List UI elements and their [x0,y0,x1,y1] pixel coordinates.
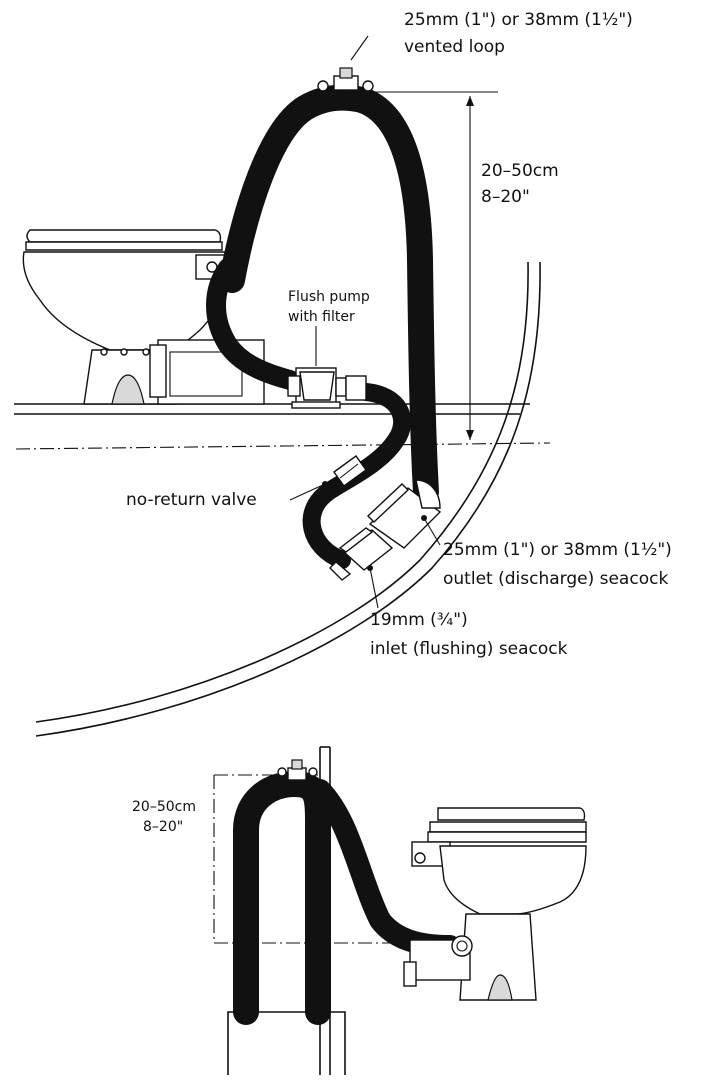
discharge-hose [206,84,439,505]
bottom-vented-loop-fitting [277,759,318,781]
height-label-bottom-line2: 8–20" [143,819,183,835]
vented-loop-fitting [317,67,374,92]
valve-label: no-return valve [126,490,257,510]
pump-label-line2: with filter [288,309,355,325]
deck-floor [14,403,530,415]
vented-loop-label-line1: 25mm (1") or 38mm (1½") [404,10,633,30]
inlet-label-line1: 19mm (¾") [370,610,468,630]
waterline [15,442,551,450]
vented-loop-label-line2: vented loop [404,37,505,57]
height-dimension-top [368,91,498,440]
toilet-bottom [403,807,587,1001]
bottom-installation: 20–50cm 8–20" [132,746,587,1075]
hull-shell [35,261,541,737]
height-label-bottom-line1: 20–50cm [132,799,196,815]
no-return-valve [333,455,367,487]
inlet-label-line2: inlet (flushing) seacock [370,639,568,659]
pump-label-line1: Flush pump [288,289,370,305]
flush-pump [287,367,367,409]
height-label-top-line2: 8–20" [481,187,530,207]
outlet-seacock [366,479,442,549]
base-block [227,1011,346,1075]
height-label-top-line1: 20–50cm [481,161,559,181]
leader-lines [289,35,441,609]
outlet-label-line1: 25mm (1") or 38mm (1½") [443,540,672,560]
inlet-seacock [329,527,394,581]
outlet-label-line2: outlet (discharge) seacock [443,569,668,589]
top-installation: 25mm (1") or 38mm (1½") vented loop 20–5… [14,10,672,737]
